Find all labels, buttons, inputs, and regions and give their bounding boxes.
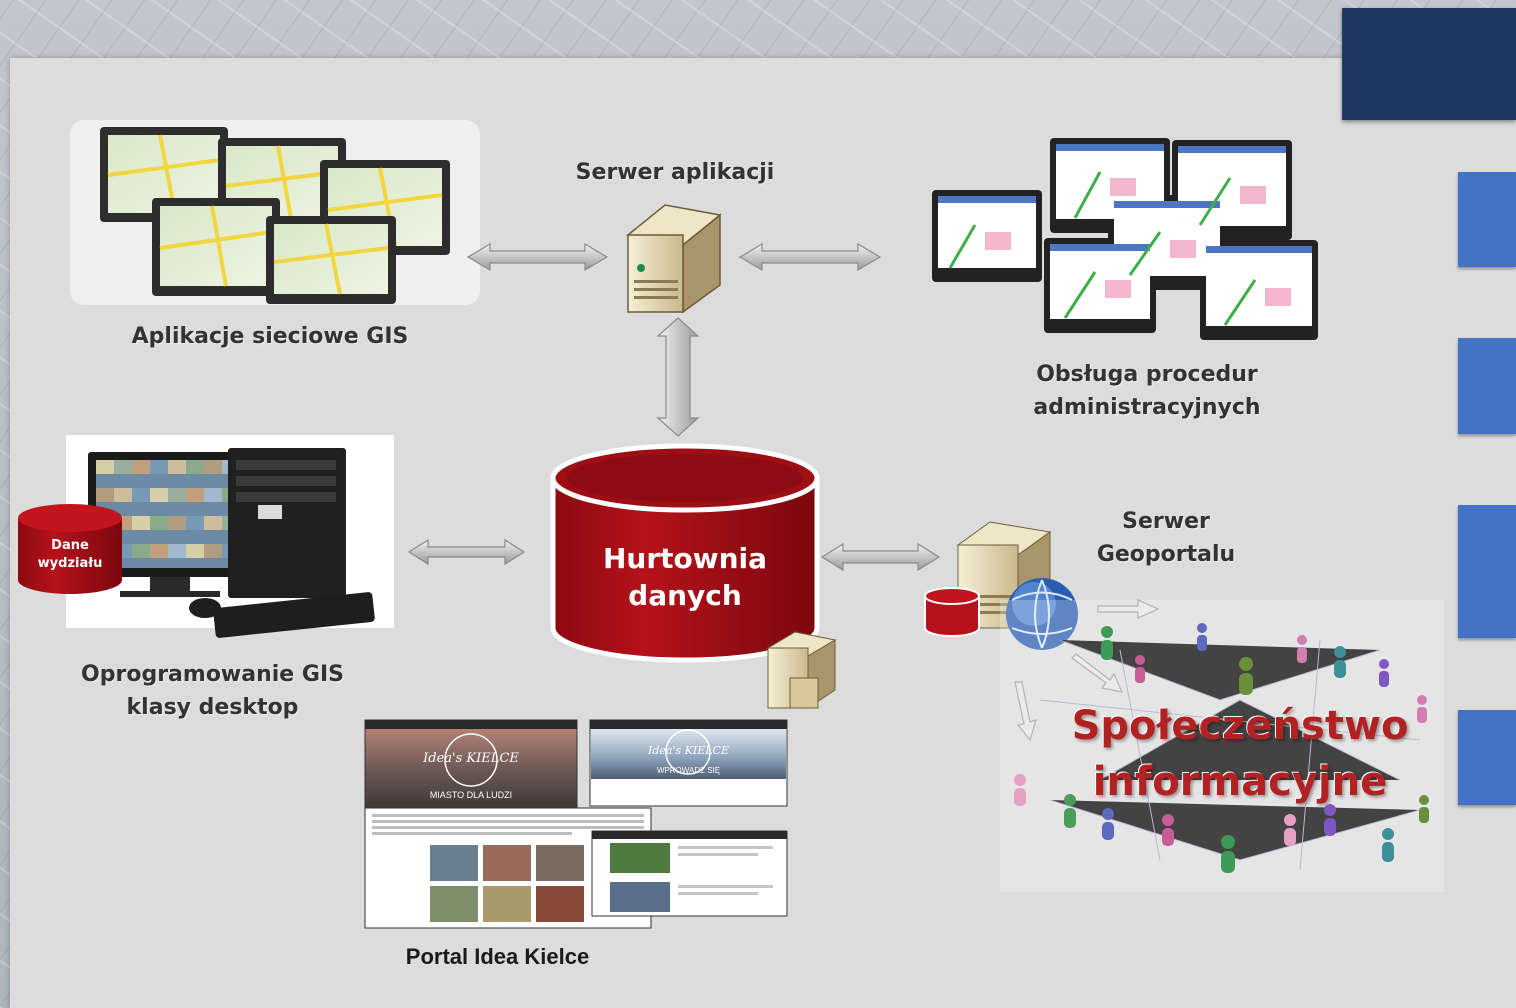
desktop-gis-label-line2: klasy desktop [126, 695, 299, 720]
portal-tagline-2: WPROWADZ SIĘ [656, 766, 721, 775]
information-society-label: Społeczeństwo informacyjne [1040, 698, 1440, 810]
people-figures [1014, 623, 1429, 873]
connector-arrows [407, 242, 1160, 742]
geoportal-label-line1: Serwer [1122, 509, 1210, 534]
warehouse-label-line1: Hurtownia [602, 542, 768, 575]
web-gis-monitors-image [70, 120, 480, 305]
warehouse-label: Hurtownia danych [560, 540, 810, 614]
department-data-label-line1: Dane [51, 538, 89, 553]
department-data-label-line2: wydziału [37, 556, 103, 571]
warehouse-label-line2: danych [628, 579, 742, 612]
portal-tagline-1: MIASTO DLA LUDZI [429, 790, 513, 800]
geoportal-label-line2: Geoportalu [1096, 542, 1236, 567]
geoportal-db-icon [924, 587, 980, 637]
header-block [1342, 8, 1516, 120]
admin-procedures-monitors-image [932, 138, 1318, 340]
desktop-gis-label-line1: Oprogramowanie GIS [81, 662, 344, 687]
information-society-label-line2: informacyjne [1092, 759, 1388, 805]
globe-icon [1006, 578, 1078, 650]
side-tab-1[interactable] [1458, 172, 1516, 267]
portal-screenshots-image [364, 719, 788, 929]
side-tab-3[interactable] [1458, 505, 1516, 638]
admin-procedures-label-line1: Obsługa procedur [1036, 362, 1258, 387]
warehouse-server-icon [766, 631, 837, 709]
app-server-label: Serwer aplikacji [575, 160, 775, 185]
side-tab-4[interactable] [1458, 710, 1516, 805]
application-server-icon [626, 204, 722, 314]
portal-label: Portal Idea Kielce [405, 944, 590, 969]
data-warehouse-cylinder [550, 443, 820, 663]
department-data-label: Dane wydziału [22, 537, 118, 573]
side-tab-2[interactable] [1458, 338, 1516, 434]
information-society-network [1000, 600, 1444, 892]
information-society-label-line1: Społeczeństwo [1071, 703, 1409, 749]
portal-logo-1: Idea's KIELCE [423, 751, 519, 766]
web-gis-label: Aplikacje sieciowe GIS [131, 324, 409, 349]
portal-logo-2: Idea's KIELCE [648, 744, 729, 757]
admin-procedures-label-line2: administracyjnych [1033, 395, 1261, 420]
department-data-cylinder [18, 504, 122, 594]
